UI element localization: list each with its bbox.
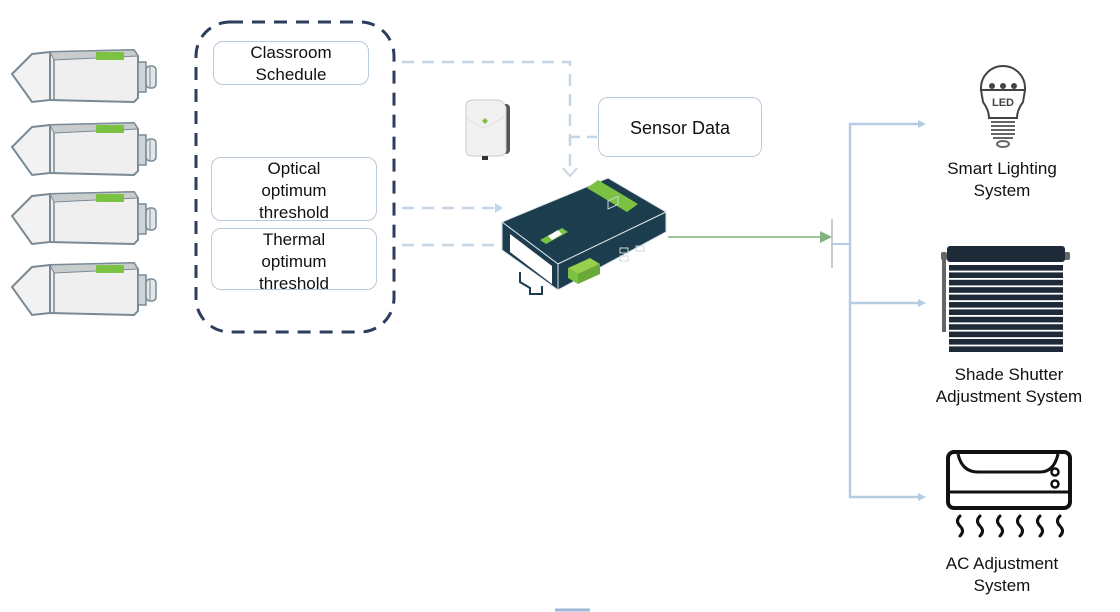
occupancy-sensor-icon bbox=[10, 121, 157, 177]
optical-threshold-box: Optical optimum threshold bbox=[211, 157, 377, 222]
controller-output-arrowhead bbox=[820, 231, 832, 243]
shade-shutter-line-2: Adjustment System bbox=[935, 387, 1083, 406]
shade-slat bbox=[949, 287, 1063, 293]
shade-shutter-label: Shade Shutter Adjustment System bbox=[920, 364, 1098, 408]
occupancy-sensor-icon bbox=[10, 48, 157, 104]
thermal-threshold-box: Thermal optimum threshold bbox=[211, 228, 377, 293]
ac-adjustment-line-2: System bbox=[973, 576, 1031, 595]
shade-slat bbox=[949, 324, 1063, 330]
thermal-line-3: threshold bbox=[259, 274, 329, 293]
smart-lighting-label: Smart Lighting System bbox=[920, 158, 1084, 202]
arrowhead-lighting bbox=[918, 120, 926, 128]
classroom-schedule-line-2: Schedule bbox=[255, 65, 327, 84]
shade-shutter-line-1: Shade Shutter bbox=[954, 365, 1064, 384]
occupancy-sensor-icon bbox=[10, 190, 157, 246]
shade-slat bbox=[949, 346, 1063, 352]
occupancy-sensor-icon bbox=[10, 261, 157, 317]
shade-slat bbox=[949, 265, 1063, 271]
shade-slat bbox=[949, 302, 1063, 308]
arrowhead-ac bbox=[918, 493, 926, 501]
schedule-arrowhead bbox=[562, 167, 578, 178]
thermal-line-2: optimum bbox=[261, 252, 327, 271]
svg-text:LED: LED bbox=[992, 97, 1014, 109]
classroom-schedule-box: Classroom Schedule bbox=[213, 41, 369, 85]
thermal-line-1: Thermal bbox=[262, 230, 326, 249]
ac-adjustment-label: AC Adjustment System bbox=[920, 553, 1084, 597]
led-bulb-icon: LED bbox=[979, 65, 1027, 148]
classroom-schedule-line-1: Classroom bbox=[250, 43, 332, 62]
shade-slat bbox=[949, 279, 1063, 286]
gateway-device-icon bbox=[465, 99, 510, 160]
shade-slat bbox=[949, 331, 1063, 338]
arrowhead-shade bbox=[918, 299, 926, 307]
smart-lighting-line-2: System bbox=[973, 181, 1031, 200]
optical-arrowhead bbox=[495, 203, 503, 213]
optical-line-1: Optical bbox=[267, 159, 321, 178]
shade-slat bbox=[949, 316, 1063, 323]
shade-slat bbox=[949, 309, 1063, 315]
optical-line-2: optimum bbox=[261, 181, 327, 200]
shade-slat bbox=[949, 294, 1063, 301]
shade-slat bbox=[949, 272, 1063, 278]
sensor-data-box: Sensor Data bbox=[598, 97, 762, 157]
inputs-group-border bbox=[194, 20, 396, 334]
ac-adjustment-line-1: AC Adjustment bbox=[945, 554, 1059, 573]
branch-line bbox=[848, 122, 923, 499]
optical-line-3: threshold bbox=[259, 203, 329, 222]
sensor-data-label: Sensor Data bbox=[629, 118, 731, 138]
controller-device-icon bbox=[500, 177, 668, 295]
shade-slat bbox=[949, 339, 1063, 345]
window-shade-icon bbox=[941, 246, 1070, 352]
smart-lighting-line-1: Smart Lighting bbox=[947, 159, 1057, 178]
air-conditioner-icon bbox=[946, 450, 1072, 538]
